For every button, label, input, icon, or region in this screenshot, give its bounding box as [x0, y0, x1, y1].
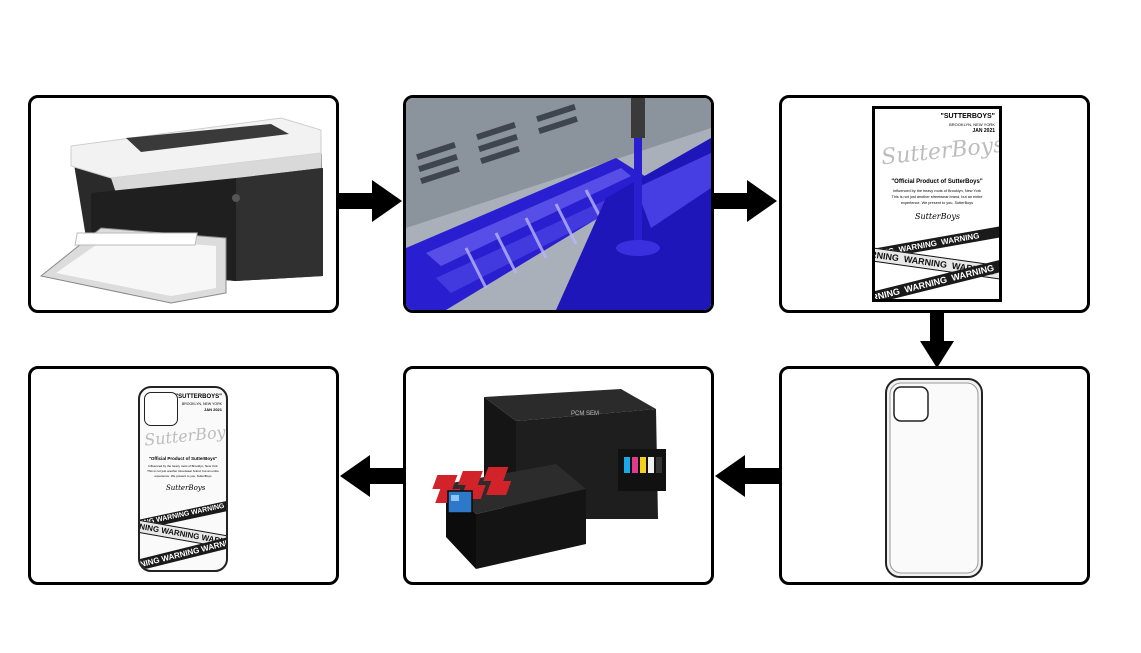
- step-3-printed-design-panel: "SUTTERBOYS" BROOKLYN, NEW YORK JAN 2021…: [779, 95, 1090, 313]
- tape-label: WARNING: [160, 526, 200, 542]
- uv-flatbed-printer-illustration: PCM SEM: [406, 369, 711, 582]
- tape-label: WARNING: [940, 231, 980, 247]
- tape-label: WARNING: [191, 503, 226, 517]
- case-date: JAN 2021: [204, 407, 222, 412]
- arrow-right-icon: [338, 180, 404, 222]
- step-1-paper-printer-panel: [28, 95, 339, 313]
- control-touchscreen: [448, 491, 472, 513]
- tape-label: WARNING: [903, 274, 948, 294]
- camera-cutout-icon: [144, 392, 178, 426]
- poster-body-3: experience. We present to you, SutterBoy…: [878, 201, 996, 205]
- blue-ink-roller-photo: [406, 98, 711, 310]
- case-location: BROOKLYN, NEW YORK: [182, 402, 222, 406]
- poster-body-2: This is not just another streetwear bran…: [878, 195, 996, 199]
- tape-label: WARNING: [138, 556, 161, 572]
- case-headline: "Official Product of SutterBoys": [142, 456, 224, 461]
- case-brand: "SUTTERBOYS": [175, 394, 222, 400]
- case-signature: SutterBoys: [166, 484, 205, 492]
- tape-label: WARNING: [161, 546, 201, 564]
- arrow-left-icon: [338, 455, 404, 497]
- laser-printer-illustration: [31, 98, 336, 310]
- arrow-down-icon: [920, 313, 954, 369]
- arrow-left-icon: [713, 455, 779, 497]
- case-body-1: Influenced by the heavy roots of Brookly…: [142, 464, 224, 468]
- step-2-ink-transfer-panel: [403, 95, 714, 313]
- case-body-2: This is not just another streetwear bran…: [142, 469, 224, 473]
- tape-label: WARNING: [872, 286, 901, 302]
- poster-body-1: Influenced by the heavy roots of Brookly…: [878, 189, 996, 193]
- poster-headline: "Official Product of SutterBoys": [879, 179, 995, 185]
- poster-signature: SutterBoys: [915, 212, 960, 221]
- step-5-uv-printer-panel: PCM SEM: [403, 366, 714, 585]
- step-4-blank-phone-case-panel: [779, 366, 1090, 585]
- poster-location: BROOKLYN, NEW YORK: [949, 122, 995, 127]
- step-6-finished-case-panel: "SUTTERBOYS" BROOKLYN, NEW YORK JAN 2021…: [28, 366, 339, 585]
- camera-cutout-icon: [894, 387, 928, 421]
- printer-brand-label: PCM SEM: [571, 411, 599, 417]
- blank-phone-case-illustration: [782, 369, 1087, 582]
- tape-label: WARNING: [156, 510, 191, 524]
- printed-design-sheet: "SUTTERBOYS" BROOKLYN, NEW YORK JAN 2021…: [872, 106, 1002, 302]
- poster-script-logo: SutterBoys: [880, 133, 1002, 171]
- tape-label: WARNING: [903, 254, 947, 270]
- paper-sheet: [75, 233, 197, 245]
- arrow-right-icon: [713, 180, 779, 222]
- case-body-3: experience. We present to you, SutterBoy…: [142, 474, 224, 478]
- poster-brand: "SUTTERBOYS": [941, 113, 995, 120]
- finished-phone-case: "SUTTERBOYS" BROOKLYN, NEW YORK JAN 2021…: [138, 386, 228, 572]
